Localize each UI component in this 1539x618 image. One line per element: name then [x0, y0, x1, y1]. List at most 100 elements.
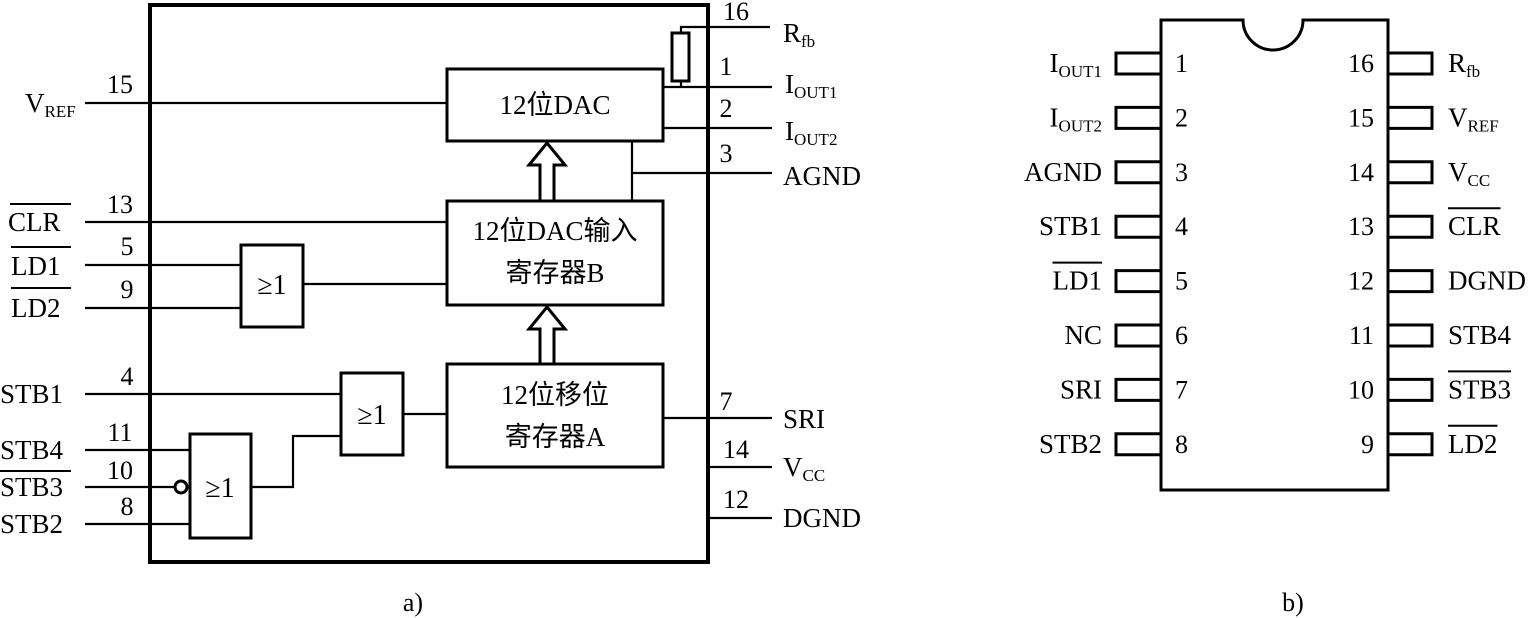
pin-label-vref-a: VREF [25, 88, 76, 121]
pinout-diagram-b: 1IOUT12IOUT23AGND4STB15LD16NC7SRI8STB216… [1024, 18, 1526, 617]
pin-lead-right-11 [1388, 323, 1434, 348]
pin-label-agnd-b: AGND [1024, 157, 1102, 187]
pin-label-ld2-b: LD2 [1448, 429, 1498, 459]
pin-num-13-b: 13 [1348, 212, 1374, 241]
pin-label-iout2-b: IOUT2 [1050, 102, 1102, 135]
pin-lead-left-3 [1114, 160, 1161, 185]
chip-outline [148, 3, 710, 564]
pin-label-stb1-a: STB1 [0, 379, 63, 409]
pin-num-2-b: 2 [1175, 103, 1188, 132]
bus-arrow-a-to-b [525, 304, 569, 364]
sub-gate-out-wire [251, 434, 341, 489]
or-gate-stb-main [339, 371, 405, 457]
rfb-wire [679, 25, 770, 33]
pin-num-1-a: 1 [720, 52, 733, 81]
pin-num-11-a: 11 [107, 418, 132, 447]
pin-lead-right-15 [1388, 105, 1434, 130]
pin-num-1-b: 1 [1175, 49, 1188, 78]
block-diagram-a: 12位DAC 12位DAC输入 寄存器B 12位移位 寄存器A [0, 0, 861, 617]
pin-num-4-b: 4 [1175, 212, 1188, 241]
caption-b: b) [1282, 588, 1304, 617]
pin-label-ld2-a: LD2 [11, 293, 61, 323]
caption-a: a) [403, 588, 423, 617]
pin-lead-right-10 [1388, 377, 1434, 402]
pin-lead-right-14 [1388, 160, 1434, 185]
pin-label-sri-b: SRI [1060, 374, 1102, 404]
pin-label-stb2-a: STB2 [0, 509, 63, 539]
pin-lead-right-12 [1388, 269, 1434, 294]
pin-label-stb3-a: STB3 [0, 472, 63, 502]
pin-lead-left-5 [1114, 269, 1161, 294]
pin-label-iout1-a: IOUT1 [785, 69, 837, 102]
pin-lead-left-8 [1114, 432, 1161, 457]
pin-label-dgnd-b: DGND [1448, 266, 1526, 296]
pin-label-clr-b: CLR [1448, 211, 1501, 241]
pin-label-ld1-b: LD1 [1053, 266, 1103, 296]
inverter-bubble [173, 479, 189, 495]
register-a-label-2: 寄存器A [505, 422, 606, 452]
ic-package-outline [1159, 18, 1390, 492]
pin-label-nc-b: NC [1064, 320, 1102, 350]
pin-lead-left-7 [1114, 377, 1161, 402]
dac-block [445, 67, 665, 143]
pin-lead-right-13 [1388, 214, 1434, 239]
pin-label-sri-a: SRI [783, 404, 825, 434]
pin-label-vcc-a: VCC [783, 452, 825, 485]
pin-label-stb4-b: STB4 [1448, 320, 1512, 350]
pin-num-9-a: 9 [121, 275, 134, 304]
register-b-label-1: 12位DAC输入 [472, 216, 637, 246]
pin-label-stb1-b: STB1 [1039, 211, 1102, 241]
pin-num-3-a: 3 [720, 139, 733, 168]
left-pin-labels-a: VREF 15 CLR 13 LD1 5 LD2 9 STB1 4 STB4 1… [0, 70, 134, 539]
pin-lead-left-2 [1114, 105, 1161, 130]
pin-label-vcc-b: VCC [1448, 157, 1490, 190]
register-b-label-2: 寄存器B [505, 258, 604, 288]
pin-num-14-a: 14 [723, 435, 749, 464]
pin-label-iout1-b: IOUT1 [1050, 48, 1102, 81]
pin-num-10-b: 10 [1348, 375, 1374, 404]
or-gate-stb-sub-label: ≥1 [205, 473, 234, 504]
pin-num-16-b: 16 [1348, 49, 1374, 78]
pin-label-clr-a: CLR [8, 207, 61, 237]
pin-label-rfb-b: Rfb [1448, 48, 1480, 81]
pin-label-stb2-b: STB2 [1039, 429, 1102, 459]
pin-lead-right-9 [1388, 432, 1434, 457]
ic-pins [1114, 51, 1434, 457]
feedback-resistor [670, 31, 691, 83]
pin-num-14-b: 14 [1348, 158, 1374, 187]
pin-lead-left-1 [1114, 51, 1161, 76]
pin-num-15-b: 15 [1348, 103, 1374, 132]
pin-label-dgnd-a: DGND [783, 503, 861, 533]
pin-lead-left-4 [1114, 214, 1161, 239]
dac-block-label: 12位DAC [499, 90, 610, 120]
pin-lead-right-16 [1388, 51, 1434, 76]
register-a-label-1: 12位移位 [501, 380, 609, 410]
pin-label-vref-b: VREF [1448, 102, 1499, 135]
pin-num-3-b: 3 [1175, 158, 1188, 187]
pin-num-12-b: 12 [1348, 267, 1374, 296]
pin-num-9-b: 9 [1361, 430, 1374, 459]
or-gate-ld-label: ≥1 [257, 270, 286, 301]
pin-num-6-b: 6 [1175, 321, 1188, 350]
pin-label-iout2-a: IOUT2 [785, 116, 837, 149]
pin-lead-left-6 [1114, 323, 1161, 348]
pin-num-5-a: 5 [121, 232, 134, 261]
pin-num-4-a: 4 [121, 362, 134, 391]
pin-label-agnd-a: AGND [783, 161, 861, 191]
ic-pin-labels: 1IOUT12IOUT23AGND4STB15LD16NC7SRI8STB216… [1024, 48, 1526, 459]
pin-label-ld1-a: LD1 [11, 251, 61, 281]
pin-label-stb4-a: STB4 [0, 435, 64, 465]
pin-num-7-b: 7 [1175, 375, 1188, 404]
pin-num-16-a: 16 [723, 0, 749, 26]
pin-num-12-a: 12 [723, 485, 749, 514]
pin-num-10-a: 10 [107, 456, 133, 485]
or-gate-ld [239, 243, 305, 329]
right-pin-labels-a: 16 Rfb 1 IOUT1 2 IOUT2 3 AGND 7 SRI 14 V… [720, 0, 862, 533]
pin-label-rfb-a: Rfb [783, 18, 815, 51]
pin-num-7-a: 7 [720, 387, 733, 416]
pin-num-11-b: 11 [1349, 321, 1374, 350]
pin-label-stb3-b: STB3 [1448, 374, 1511, 404]
pin-num-15-a: 15 [107, 70, 133, 99]
pin-num-13-a: 13 [107, 190, 133, 219]
